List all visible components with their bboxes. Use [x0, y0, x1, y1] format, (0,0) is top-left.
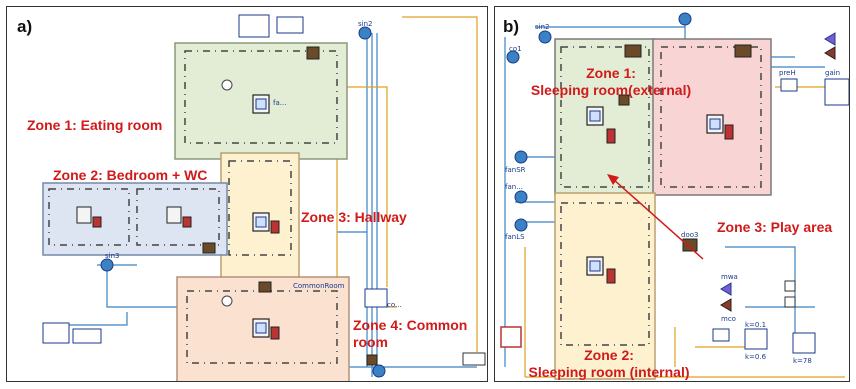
zone-1-label: Zone 1: Eating room: [27, 117, 162, 134]
zone-2-block: [43, 183, 227, 255]
panel-b-letter: b): [503, 17, 519, 37]
zone-2-label: Zone 2: Bedroom + WC: [53, 167, 207, 184]
label-doo3: doo3: [681, 231, 698, 239]
label-k06: k=0.6: [745, 353, 767, 361]
label-mco: mco: [721, 315, 736, 323]
panel-b-diagram: co1 sin2 fanSR fan... fanLS doo3 preH ga…: [495, 7, 850, 382]
label-co1: co1: [509, 45, 522, 53]
zone-1-label-line2: Sleeping room(external): [525, 82, 697, 99]
label-preh: preH: [779, 69, 796, 77]
label-sin2: sin2: [535, 23, 549, 31]
zone-1-block: [555, 39, 655, 195]
zone-3-label: Zone 3: Play area: [717, 219, 832, 236]
panel-a-zone-model: sin2 sin3 fa... CommonRoom co... a) Zone…: [6, 6, 488, 382]
zone-4-label-line1: Zone 4: Common: [353, 317, 467, 334]
zone-4-label-line2: room: [353, 334, 467, 351]
label-fan: fan...: [505, 183, 523, 191]
label-fansr: fanSR: [505, 166, 526, 174]
zone-2-label: Zone 2: Sleeping room (internal): [521, 347, 697, 381]
zone-1-label-line1: Zone 1:: [525, 65, 697, 82]
panel-b-zone-model: co1 sin2 fanSR fan... fanLS doo3 preH ga…: [494, 6, 850, 382]
label-fa: fa...: [273, 99, 286, 107]
label-co: co...: [387, 301, 402, 309]
label-fanls: fanLS: [505, 233, 525, 241]
label-k01: k=0.1: [745, 321, 766, 329]
zone-2-label-line1: Zone 2:: [521, 347, 697, 364]
label-k78: k=78: [793, 357, 812, 365]
panel-a-letter: a): [17, 17, 32, 37]
label-sin3: sin3: [105, 252, 119, 260]
zone-3-label: Zone 3: Hallway: [301, 209, 407, 226]
zone-4-label: Zone 4: Common room: [353, 317, 467, 351]
zone-2-label-line2: Sleeping room (internal): [521, 364, 697, 381]
label-sin2: sin2: [358, 20, 372, 28]
zone-1-label: Zone 1: Sleeping room(external): [525, 65, 697, 99]
label-gain: gain: [825, 69, 840, 77]
label-mwa: mwa: [721, 273, 738, 281]
label-commonroom: CommonRoom: [293, 282, 345, 290]
